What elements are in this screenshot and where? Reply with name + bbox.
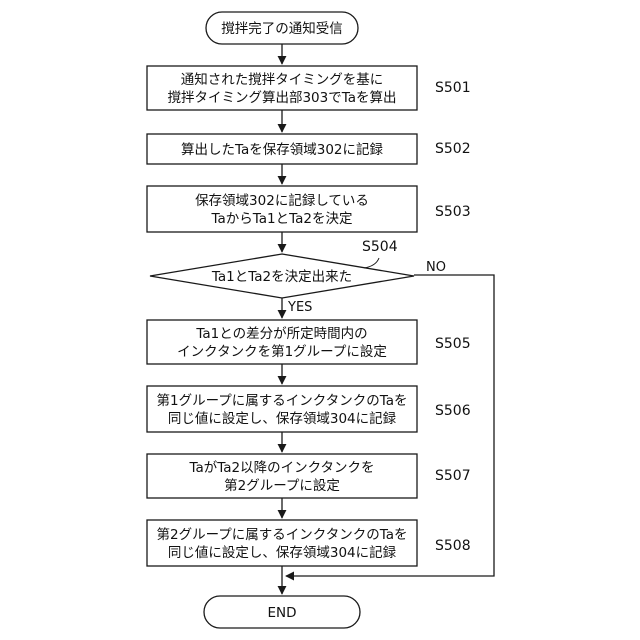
decision-no-label: NO: [426, 260, 446, 275]
step-s501-line-2: 撹拌タイミング算出部303でTaを算出: [167, 90, 396, 106]
decision-s504: Ta1とTa2を決定出来た S504 YES NO: [150, 239, 446, 315]
step-s503-line-2: TaからTa1とTa2を決定: [210, 211, 352, 227]
end-label: END: [267, 605, 296, 621]
step-s507-line-1: TaがTa2以降のインクタンクを: [188, 460, 374, 476]
process-step-s506: 第1グループに属するインクタンクのTaを 同じ値に設定し、保存領域304に記録 …: [147, 386, 471, 432]
step-s505-line-1: Ta1との差分が所定時間内の: [195, 326, 367, 342]
step-id-s502: S502: [435, 141, 471, 157]
step-s503-line-1: 保存領域302に記録している: [195, 192, 369, 209]
process-step-s502: 算出したTaを保存領域302に記録 S502: [147, 134, 471, 164]
step-s501-line-1: 通知された撹拌タイミングを基に: [181, 71, 384, 88]
step-s508-line-1: 第2グループに属するインクタンクのTaを: [156, 526, 407, 543]
step-id-s504: S504: [362, 239, 398, 255]
step-s508-line-2: 同じ値に設定し、保存領域304に記録: [168, 544, 397, 561]
process-step-s505: Ta1との差分が所定時間内の インクタンクを第1グループに設定 S505: [147, 320, 471, 364]
step-id-s503: S503: [435, 204, 471, 220]
process-step-s507: TaがTa2以降のインクタンクを 第2グループに設定 S507: [147, 454, 471, 498]
step-id-s508: S508: [435, 538, 471, 554]
decision-yes-label: YES: [287, 300, 312, 315]
process-step-s501: 通知された撹拌タイミングを基に 撹拌タイミング算出部303でTaを算出 S501: [147, 66, 471, 110]
step-s502-line-1: 算出したTaを保存領域302に記録: [181, 141, 384, 158]
step-id-s507: S507: [435, 468, 471, 484]
start-label: 撹拌完了の通知受信: [221, 20, 343, 37]
decision-s504-label: Ta1とTa2を決定出来た: [211, 269, 352, 285]
start-node: 撹拌完了の通知受信: [206, 12, 358, 44]
process-step-s508: 第2グループに属するインクタンクのTaを 同じ値に設定し、保存領域304に記録 …: [147, 520, 471, 566]
process-step-s503: 保存領域302に記録している TaからTa1とTa2を決定 S503: [147, 186, 471, 232]
step-s506-line-1: 第1グループに属するインクタンクのTaを: [156, 392, 407, 409]
step-s505-line-2: インクタンクを第1グループに設定: [177, 343, 387, 360]
step-id-s505: S505: [435, 336, 471, 352]
step-id-s506: S506: [435, 403, 471, 419]
step-s507-line-2: 第2グループに設定: [224, 477, 340, 494]
s504-leader-line: [364, 258, 379, 268]
step-id-s501: S501: [435, 80, 471, 96]
step-s506-line-2: 同じ値に設定し、保存領域304に記録: [168, 410, 397, 427]
end-node: END: [204, 596, 360, 628]
